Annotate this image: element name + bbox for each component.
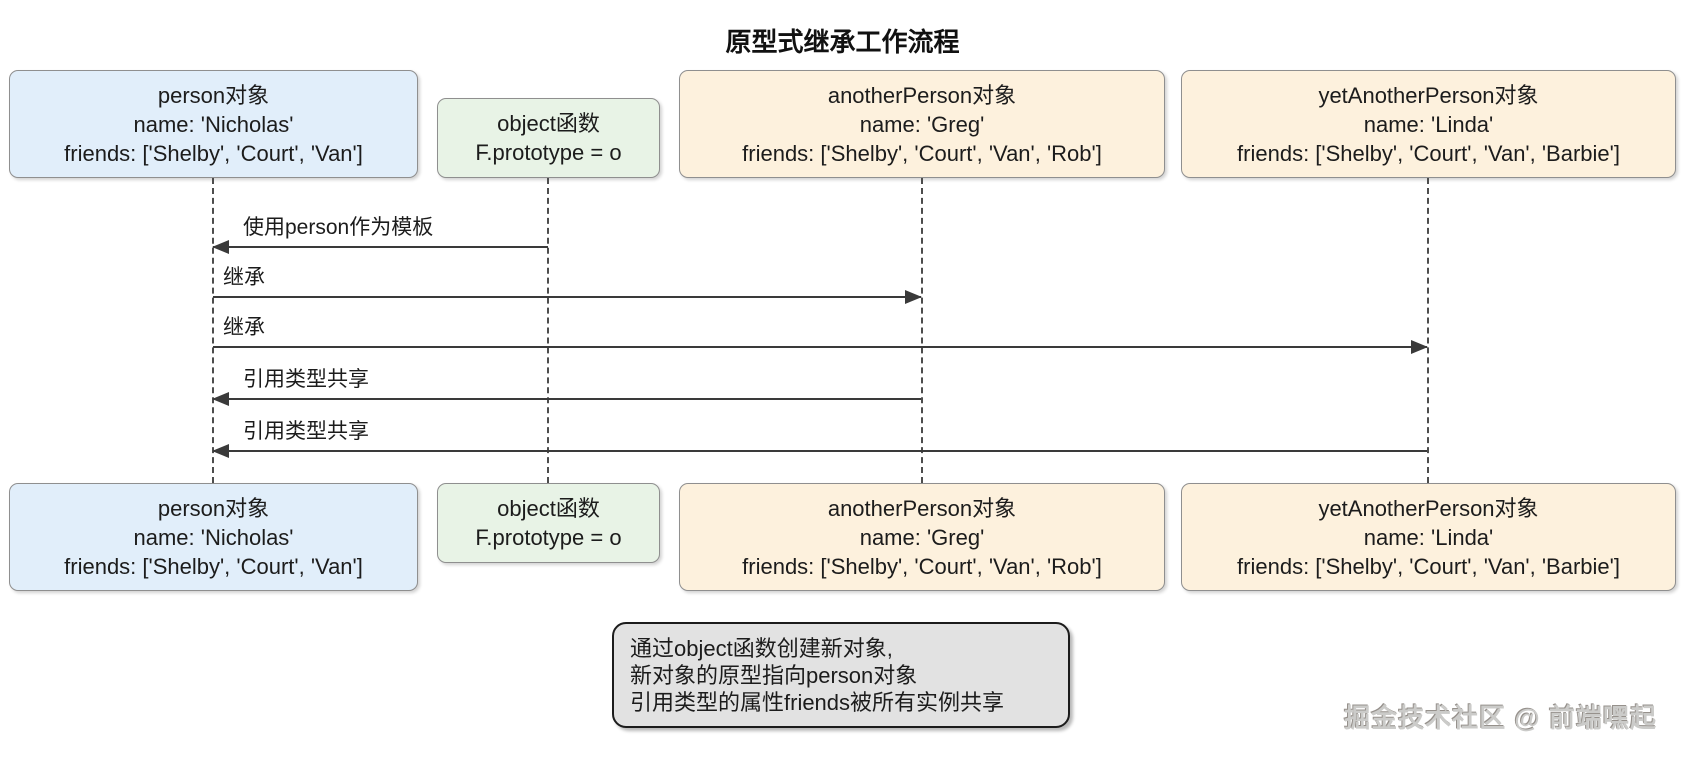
participant-prop-name: name: 'Linda' <box>1363 111 1494 137</box>
message-label: 使用person作为模板 <box>243 216 434 239</box>
message-inherit-anotherperson: 继承 <box>213 258 922 304</box>
message-line <box>213 450 1427 452</box>
participant-title: yetAnotherPerson对象 <box>1318 495 1539 521</box>
participant-prop-name: name: 'Greg' <box>859 524 985 550</box>
lifeline-person <box>212 178 214 483</box>
message-reference-share-yetanotherperson: 引用类型共享 <box>212 412 1427 458</box>
participant-title: person对象 <box>157 495 270 521</box>
participant-prop-friends: friends: ['Shelby', 'Court', 'Van'] <box>64 553 363 579</box>
participant-person-top: person对象 name: 'Nicholas' friends: ['She… <box>9 70 418 178</box>
message-label: 继承 <box>223 266 265 289</box>
participant-object-bottom: object函数 F.prototype = o <box>437 483 660 563</box>
participant-title: person对象 <box>157 82 270 108</box>
note-line: 新对象的原型指向person对象 <box>630 662 918 688</box>
message-reference-share-anotherperson: 引用类型共享 <box>212 360 921 406</box>
watermark: 掘金技术社区 @ 前端嘿起 <box>1344 703 1657 733</box>
participant-object-top: object函数 F.prototype = o <box>437 98 660 178</box>
arrowhead-left-icon <box>212 392 229 406</box>
participant-prop-prototype: F.prototype = o <box>475 140 622 165</box>
note-box: 通过object函数创建新对象, 新对象的原型指向person对象 引用类型的属… <box>612 622 1070 728</box>
participant-person-bottom: person对象 name: 'Nicholas' friends: ['She… <box>9 483 418 591</box>
participant-anotherperson-bottom: anotherPerson对象 name: 'Greg' friends: ['… <box>679 483 1165 591</box>
arrowhead-left-icon <box>212 240 229 254</box>
message-line <box>213 296 921 298</box>
participant-title: object函数 <box>497 111 600 136</box>
participant-prop-friends: friends: ['Shelby', 'Court', 'Van'] <box>64 140 363 166</box>
participant-prop-friends: friends: ['Shelby', 'Court', 'Van', 'Bar… <box>1237 553 1620 579</box>
lifeline-anotherperson <box>921 178 923 483</box>
participant-anotherperson-top: anotherPerson对象 name: 'Greg' friends: ['… <box>679 70 1165 178</box>
participant-prop-name: name: 'Linda' <box>1363 524 1494 550</box>
arrowhead-right-icon <box>905 290 922 304</box>
arrowhead-right-icon <box>1411 340 1428 354</box>
participant-yetanotherperson-bottom: yetAnotherPerson对象 name: 'Linda' friends… <box>1181 483 1676 591</box>
diagram-title: 原型式继承工作流程 <box>725 27 960 57</box>
participant-prop-friends: friends: ['Shelby', 'Court', 'Van', 'Bar… <box>1237 140 1620 166</box>
participant-prop-friends: friends: ['Shelby', 'Court', 'Van', 'Rob… <box>742 140 1102 166</box>
message-label: 继承 <box>223 316 265 339</box>
participant-prop-name: name: 'Nicholas' <box>133 524 294 550</box>
participant-title: object函数 <box>497 496 600 521</box>
participant-prop-name: name: 'Greg' <box>859 111 985 137</box>
message-label: 引用类型共享 <box>243 368 369 391</box>
note-line: 通过object函数创建新对象, <box>630 635 893 661</box>
participant-title: anotherPerson对象 <box>827 82 1017 108</box>
message-use-person-as-template: 使用person作为模板 <box>212 208 548 254</box>
participant-title: anotherPerson对象 <box>827 495 1017 521</box>
message-line <box>213 246 548 248</box>
message-line <box>213 398 921 400</box>
message-inherit-yetanotherperson: 继承 <box>213 308 1428 354</box>
arrowhead-left-icon <box>212 444 229 458</box>
participant-prop-prototype: F.prototype = o <box>475 525 622 550</box>
participant-prop-name: name: 'Nicholas' <box>133 111 294 137</box>
participant-yetanotherperson-top: yetAnotherPerson对象 name: 'Linda' friends… <box>1181 70 1676 178</box>
message-label: 引用类型共享 <box>243 420 369 443</box>
lifeline-object <box>547 178 549 483</box>
message-line <box>213 346 1427 348</box>
participant-title: yetAnotherPerson对象 <box>1318 82 1539 108</box>
note-line: 引用类型的属性friends被所有实例共享 <box>630 689 1005 715</box>
lifeline-yetanotherperson <box>1427 178 1429 483</box>
participant-prop-friends: friends: ['Shelby', 'Court', 'Van', 'Rob… <box>742 553 1102 579</box>
